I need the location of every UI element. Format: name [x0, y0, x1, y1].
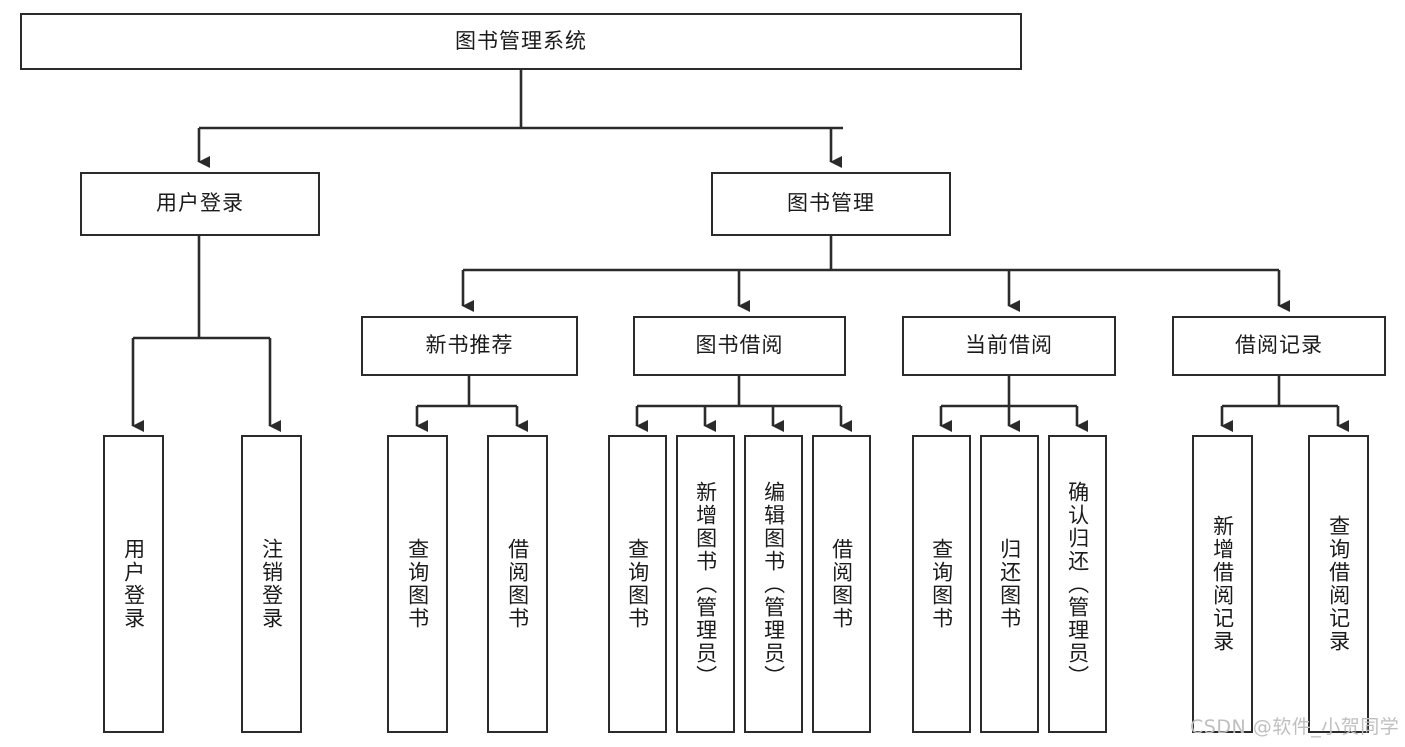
node-leaf-add-book-label: 新增图书（管理员）: [693, 480, 718, 688]
node-new-book-rec[interactable]: 新书推荐: [361, 316, 578, 376]
node-leaf-query-book-2[interactable]: 查询图书: [608, 435, 667, 733]
node-leaf-query-book-2-label: 查询图书: [625, 538, 650, 630]
node-leaf-borrow-book-2-label: 借阅图书: [829, 538, 854, 630]
node-leaf-user-login[interactable]: 用户登录: [103, 435, 164, 733]
edge-group-borrow-record: [1220, 376, 1349, 432]
edge-group-new-book-rec: [415, 376, 528, 432]
node-leaf-confirm-return-label: 确认归还（管理员）: [1065, 480, 1090, 688]
node-current-borrow[interactable]: 当前借阅: [902, 316, 1116, 376]
node-leaf-logout-label: 注销登录: [259, 538, 284, 630]
node-leaf-borrow-book-1[interactable]: 借阅图书: [487, 435, 548, 733]
edge-group-book-manage: [461, 236, 1290, 312]
edge-group-user-login: [131, 236, 281, 432]
node-borrow-record-label: 借阅记录: [1235, 333, 1323, 358]
node-user-login[interactable]: 用户登录: [80, 172, 320, 236]
node-leaf-edit-book-label: 编辑图书（管理员）: [761, 480, 786, 688]
edge-group-root: [197, 70, 843, 168]
node-leaf-add-book[interactable]: 新增图书（管理员）: [676, 435, 735, 733]
node-leaf-borrow-book-2[interactable]: 借阅图书: [812, 435, 871, 733]
node-leaf-return-book-label: 归还图书: [997, 538, 1022, 630]
csdn-watermark: CSDN @软件_小贺同学: [1190, 716, 1400, 738]
node-book-manage-label: 图书管理: [787, 191, 875, 216]
node-leaf-query-record-label: 查询借阅记录: [1326, 515, 1351, 653]
node-current-borrow-label: 当前借阅: [965, 333, 1053, 358]
edge-group-current-borrow: [939, 376, 1088, 432]
node-leaf-logout[interactable]: 注销登录: [241, 435, 302, 733]
node-leaf-query-book-3-label: 查询图书: [929, 538, 954, 630]
node-book-borrow[interactable]: 图书借阅: [633, 316, 846, 376]
node-new-book-rec-label: 新书推荐: [425, 333, 514, 358]
node-leaf-user-login-label: 用户登录: [121, 538, 146, 630]
node-leaf-add-record[interactable]: 新增借阅记录: [1192, 435, 1253, 733]
node-book-borrow-label: 图书借阅: [695, 333, 784, 358]
node-leaf-query-book-1[interactable]: 查询图书: [387, 435, 448, 733]
node-book-manage[interactable]: 图书管理: [711, 172, 951, 236]
node-borrow-record[interactable]: 借阅记录: [1172, 316, 1386, 376]
node-user-login-label: 用户登录: [156, 191, 244, 216]
node-leaf-edit-book[interactable]: 编辑图书（管理员）: [744, 435, 803, 733]
node-root-label: 图书管理系统: [455, 28, 587, 53]
node-leaf-confirm-return[interactable]: 确认归还（管理员）: [1048, 435, 1107, 733]
node-leaf-return-book[interactable]: 归还图书: [980, 435, 1039, 733]
node-leaf-query-book-1-label: 查询图书: [405, 538, 430, 630]
node-leaf-query-book-3[interactable]: 查询图书: [912, 435, 971, 733]
node-leaf-query-record[interactable]: 查询借阅记录: [1308, 435, 1369, 733]
node-leaf-borrow-book-1-label: 借阅图书: [505, 538, 530, 630]
node-leaf-add-record-label: 新增借阅记录: [1210, 515, 1235, 653]
node-root[interactable]: 图书管理系统: [20, 13, 1022, 70]
edge-group-book-borrow: [635, 376, 852, 432]
